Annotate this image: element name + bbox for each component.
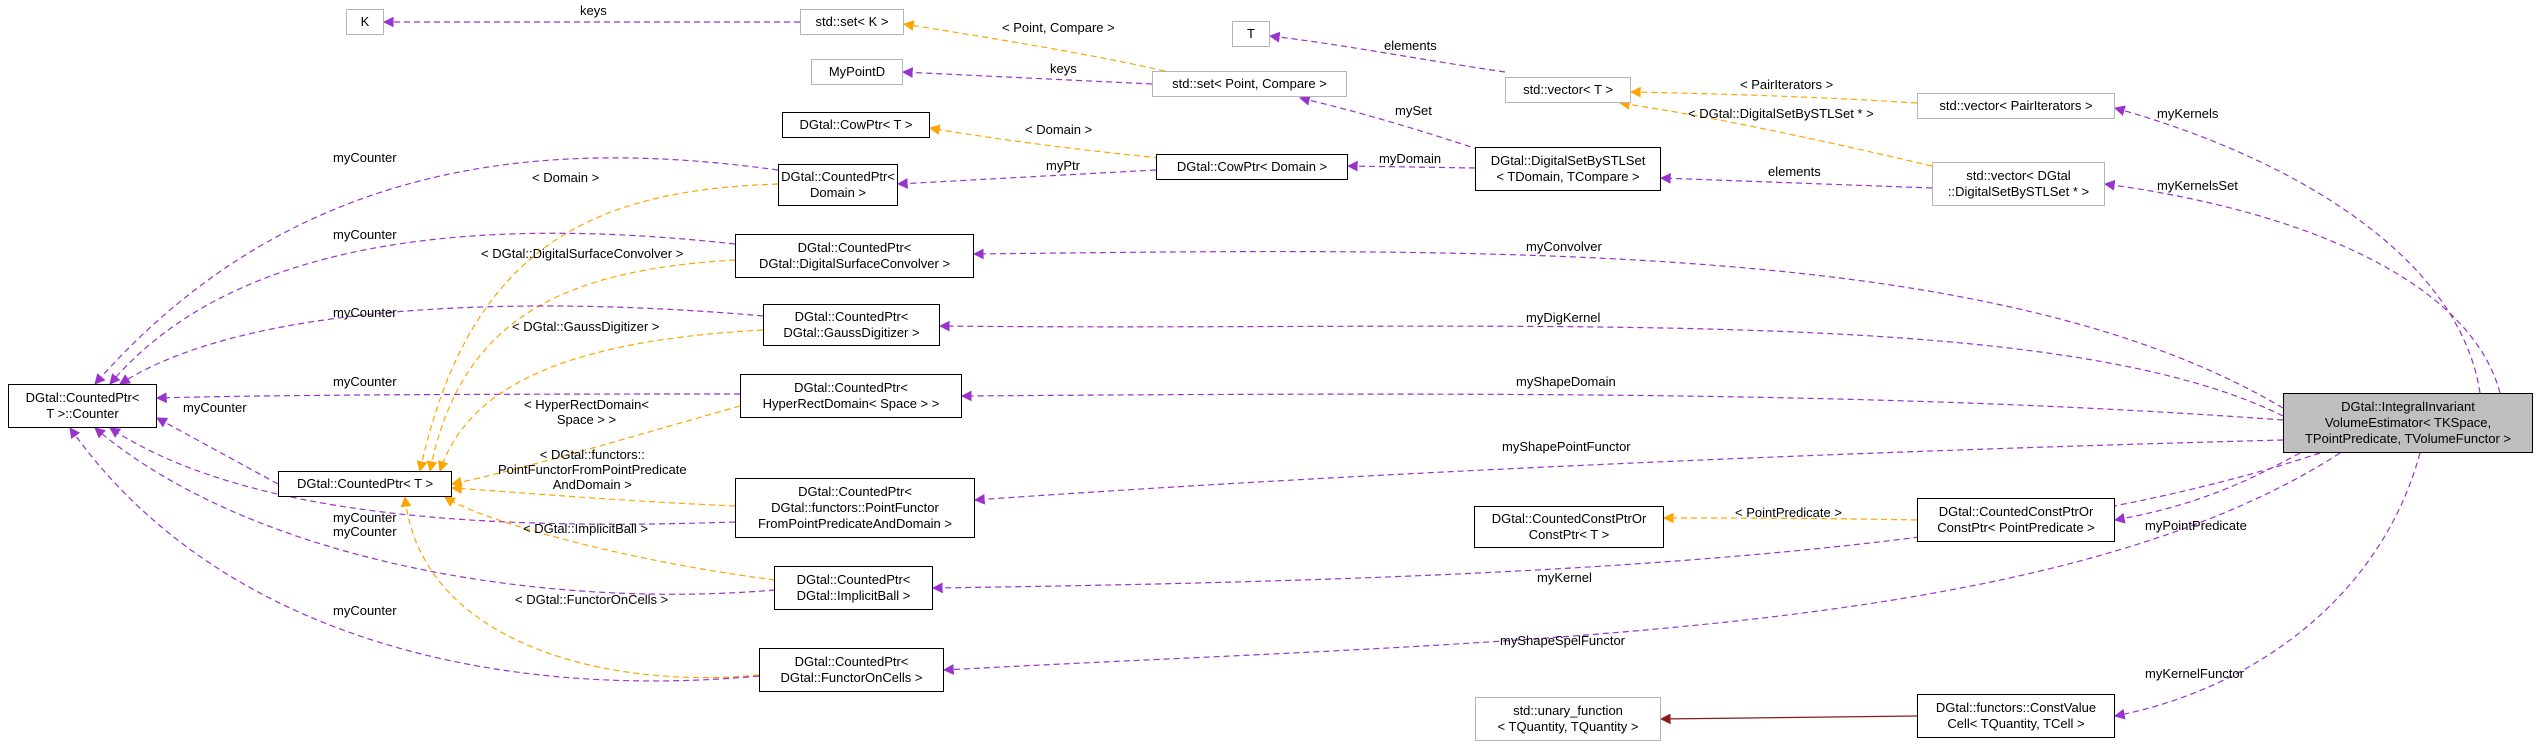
node-countedptr-convolver[interactable]: DGtal::CountedPtr< DGtal::DigitalSurface… — [735, 234, 974, 278]
node-set-k[interactable]: std::set< K > — [800, 9, 904, 35]
node-integralinvariant-volumeestimator[interactable]: DGtal::IntegralInvariant VolumeEstimator… — [2283, 393, 2533, 453]
edge-member-12 — [2103, 179, 2501, 394]
edge-member-30 — [2113, 452, 2301, 524]
edge-label: myKernels — [2157, 106, 2219, 121]
edge-label: myCounter — [333, 305, 397, 320]
edge-template-13 — [416, 183, 779, 473]
edge-label: myKernel — [1537, 570, 1592, 585]
edge-label: myKernelFunctor — [2145, 666, 2244, 681]
node-vector-pairiterators[interactable]: std::vector< PairIterators > — [1917, 93, 2115, 119]
edge-label: myCounter — [333, 603, 397, 618]
edge-member-17 — [972, 248, 2284, 409]
edge-label: < Domain > — [532, 170, 600, 185]
node-countedptr-pointfunctor[interactable]: DGtal::CountedPtr< DGtal::functors::Poin… — [735, 478, 975, 538]
edge-member-31 — [94, 427, 776, 595]
node-unary-function[interactable]: std::unary_function < TQuantity, TQuanti… — [1475, 697, 1661, 741]
edge-template-4 — [1629, 86, 1918, 104]
edge-label: < DGtal::DigitalSetBySTLSet * > — [1688, 106, 1874, 121]
node-countedptr-t[interactable]: DGtal::CountedPtr< T > — [278, 471, 452, 497]
edge-label: keys — [1050, 61, 1077, 76]
edge-label: < DGtal::DigitalSurfaceConvolver > — [481, 246, 684, 261]
edge-label: keys — [580, 3, 607, 18]
edge-label: myDomain — [1379, 151, 1442, 166]
edge-label: myShapeDomain — [1516, 374, 1616, 389]
edge-label: < PointPredicate > — [1735, 505, 1842, 520]
node-countedptr-domain[interactable]: DGtal::CountedPtr< Domain > — [778, 164, 898, 206]
node-countedptr-gaussdigitizer[interactable]: DGtal::CountedPtr< DGtal::GaussDigitizer… — [763, 304, 940, 346]
edge-label: < HyperRectDomain< Space > > — [524, 397, 649, 427]
edge-member-15 — [109, 232, 736, 385]
edge-member-10 — [1346, 160, 1476, 172]
edge-template-1 — [902, 20, 1166, 72]
edge-label: < Domain > — [1025, 122, 1093, 137]
edge-member-18 — [119, 305, 764, 385]
edge-member-23 — [156, 417, 279, 485]
edge-label: myCounter — [333, 150, 397, 165]
edge-label: myPointPredicate — [2145, 518, 2247, 533]
node-countedptr-implicitball[interactable]: DGtal::CountedPtr< DGtal::ImplicitBall > — [774, 566, 933, 610]
edge-member-2 — [901, 67, 1153, 85]
node-mypointd[interactable]: MyPointD — [811, 59, 903, 85]
edge-label: myCounter — [333, 510, 397, 525]
edge-label: myKernelsSet — [2157, 178, 2238, 193]
node-cowptr-domain[interactable]: DGtal::CowPtr< Domain > — [1156, 154, 1348, 180]
edge-label: myCounter — [333, 227, 397, 242]
edge-label: myShapeSpelFunctor — [1500, 633, 1626, 648]
edge-member-11 — [1659, 172, 1933, 189]
node-constvaluecell[interactable]: DGtal::functors::ConstValue Cell< TQuant… — [1917, 694, 2115, 738]
edge-member-6 — [2113, 105, 2481, 394]
node-k[interactable]: K — [346, 9, 384, 35]
edge-member-20 — [938, 320, 2284, 417]
node-vector-t[interactable]: std::vector< T > — [1505, 77, 1631, 103]
edge-template-29 — [1662, 512, 1918, 524]
edge-label: myConvolver — [1526, 239, 1602, 254]
node-countedptr-functoroncells[interactable]: DGtal::CountedPtr< DGtal::FunctorOnCells… — [759, 648, 944, 692]
edge-template-32 — [400, 495, 760, 679]
node-countedptr-hyperrectdomain[interactable]: DGtal::CountedPtr< HyperRectDomain< Spac… — [740, 374, 962, 418]
edge-label: < Point, Compare > — [1002, 20, 1115, 35]
edge-template-16 — [426, 259, 736, 473]
edge-member-33 — [931, 452, 2321, 594]
edge-label: myPtr — [1046, 158, 1080, 173]
edge-member-26 — [973, 439, 2284, 505]
node-vector-digitalset[interactable]: std::vector< DGtal ::DigitalSetBySTLSet … — [1932, 162, 2105, 206]
edge-member-14 — [94, 157, 779, 385]
node-countedconstptr-t[interactable]: DGtal::CountedConstPtrOr ConstPtr< T > — [1474, 506, 1664, 548]
edge-member-9 — [896, 169, 1157, 189]
node-countedconstptr-pointpredicate[interactable]: DGtal::CountedConstPtrOr ConstPtr< Point… — [1917, 498, 2115, 542]
edge-label: myCounter — [333, 524, 397, 539]
edge-label: elements — [1384, 38, 1437, 53]
edge-label: myCounter — [333, 374, 397, 389]
edge-inherit-37 — [1659, 713, 1918, 725]
edge-label: < DGtal::GaussDigitizer > — [512, 319, 660, 334]
edge-template-25 — [450, 483, 736, 507]
node-counter[interactable]: DGtal::CountedPtr< T >::Counter — [8, 384, 157, 428]
edge-member-36 — [2113, 452, 2421, 720]
node-set-point-compare[interactable]: std::set< Point, Compare > — [1152, 71, 1347, 97]
edge-member-8 — [1298, 94, 1481, 151]
edge-member-21 — [155, 392, 741, 404]
edge-label: myShapePointFunctor — [1502, 439, 1631, 454]
edge-template-19 — [437, 329, 764, 473]
edge-label: mySet — [1395, 103, 1432, 118]
edge-label: < PairIterators > — [1740, 77, 1834, 92]
edge-member-22 — [960, 390, 2284, 421]
edge-template-7 — [928, 124, 1161, 159]
edge-member-3 — [1268, 31, 1506, 73]
edge-label: myDigKernel — [1526, 310, 1601, 325]
edge-template-28 — [444, 496, 776, 581]
edge-label: myCounter — [183, 400, 247, 415]
node-cowptr-t[interactable]: DGtal::CowPtr< T > — [782, 112, 930, 138]
node-t[interactable]: T — [1232, 21, 1270, 47]
edge-label: < DGtal::functors:: PointFunctorFromPoin… — [498, 447, 687, 492]
node-digitalsetbystlset[interactable]: DGtal::DigitalSetBySTLSet < TDomain, TCo… — [1475, 147, 1661, 191]
edge-label: elements — [1768, 164, 1821, 179]
edge-template-5 — [1618, 99, 1933, 167]
edge-label: < DGtal::ImplicitBall > — [523, 521, 648, 536]
edge-label: < DGtal::FunctorOnCells > — [515, 592, 669, 607]
edge-member-35 — [942, 452, 2341, 675]
edge-member-34 — [69, 427, 760, 682]
